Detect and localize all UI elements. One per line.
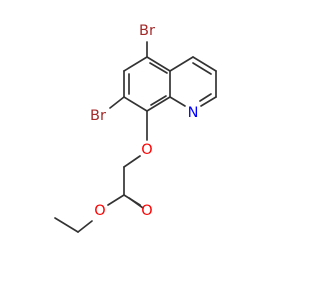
bond [169,96,186,107]
bond [149,62,168,74]
bond [146,56,171,72]
bond [192,56,217,72]
oxygen-atom-label: O [141,142,152,158]
atom-labels: Br Br N O O O [90,23,198,219]
bromine-atom-label: Br [139,23,155,39]
bond [146,96,171,112]
bond [107,194,125,206]
bond [109,96,125,109]
bond [200,96,217,107]
oxygen-atom-label: O [94,203,105,219]
bond [128,197,144,209]
bond [54,217,79,233]
bromine-atom-label: Br [90,108,106,124]
bond [169,56,194,72]
bond [199,93,212,102]
bond [77,220,93,233]
molecule-structure: Br Br N O O O [54,23,217,233]
bonds [54,41,217,233]
bond [123,96,148,112]
bond [123,56,148,72]
oxygen-atom-label: O [141,203,152,219]
bond [150,95,167,106]
bond [192,62,212,75]
nitrogen-atom-label: N [188,105,199,121]
bond [123,155,141,168]
